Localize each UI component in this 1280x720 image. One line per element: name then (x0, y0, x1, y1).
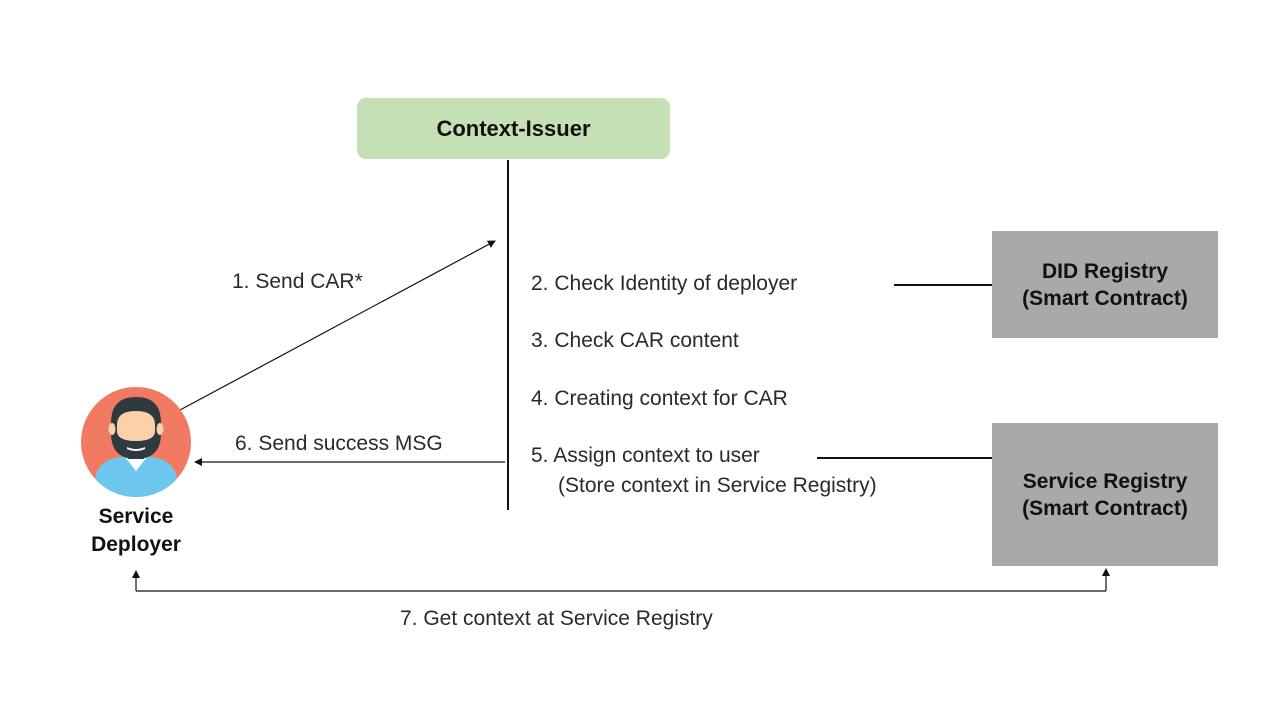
step-send-success: 6. Send success MSG (235, 432, 443, 455)
did-registry-subtitle: (Smart Contract) (1022, 286, 1188, 310)
service-registry-subtitle: (Smart Contract) (1022, 496, 1188, 520)
service-deployer-line1: Service (98, 505, 174, 528)
service-deployer-line2: Deployer (91, 533, 181, 556)
step-check-identity: 2. Check Identity of deployer (531, 272, 798, 295)
send-car-arrow (179, 240, 496, 411)
did-registry-box: DID Registry (Smart Contract) (992, 231, 1218, 338)
step-get-context: 7. Get context at Service Registry (400, 607, 713, 630)
context-issuer-box: Context-Issuer (357, 98, 670, 159)
step-assign-context-note: (Store context in Service Registry) (558, 474, 877, 497)
step-assign-context: 5. Assign context to user (531, 444, 760, 467)
context-issuer-label: Context-Issuer (436, 115, 591, 141)
step-create-context: 4. Creating context for CAR (531, 387, 788, 410)
step-check-content: 3. Check CAR content (531, 329, 739, 352)
step-send-car: 1. Send CAR* (232, 270, 363, 293)
did-registry-title: DID Registry (1041, 259, 1169, 283)
service-registry-box: Service Registry (Smart Contract) (992, 423, 1218, 566)
service-registry-title: Service Registry (1022, 469, 1188, 493)
service-deployer-label: Service Deployer (70, 503, 202, 559)
person-avatar-icon (81, 387, 191, 497)
